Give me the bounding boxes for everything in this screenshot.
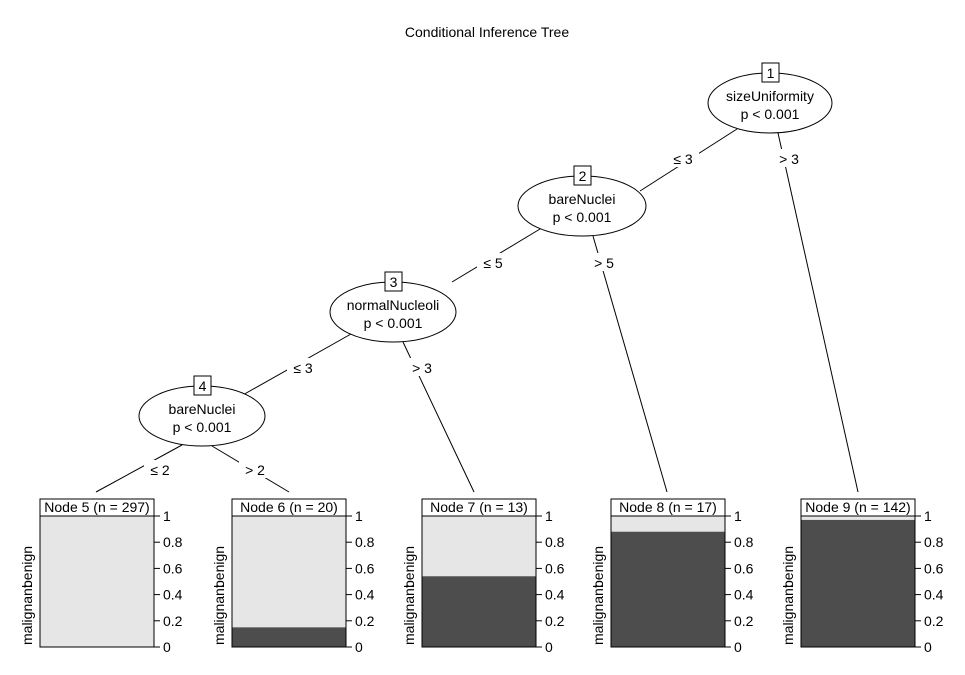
axis-tick-label: 0.6 <box>355 560 375 576</box>
category-label-malignant: malignant <box>590 584 606 645</box>
axis-tick-label: 0.6 <box>545 560 565 576</box>
malignant-bar <box>801 519 915 647</box>
edge-label-bg <box>588 253 620 271</box>
terminal-title: Node 8 (n = 17) <box>619 499 717 515</box>
category-label-malignant: malignant <box>401 584 417 645</box>
axis-tick-label: 1 <box>545 508 553 524</box>
axis-tick-label: 0 <box>924 639 932 655</box>
axis-tick-label: 0.2 <box>545 613 565 629</box>
category-label-benign: benign <box>590 546 606 588</box>
axis-tick-label: 0.2 <box>163 613 183 629</box>
split-variable: sizeUniformity <box>726 88 814 104</box>
edge-label-bg <box>287 358 319 376</box>
axis-tick-label: 0.8 <box>545 534 565 550</box>
benign-bar <box>801 516 915 520</box>
edge-1-9 <box>777 132 859 493</box>
p-value: p < 0.001 <box>741 106 800 122</box>
edge-label-bg <box>144 460 176 478</box>
node-id: 4 <box>199 378 207 394</box>
edge-label-bg <box>667 149 699 167</box>
benign-bar <box>40 516 154 647</box>
edge-label: > 3 <box>779 151 799 167</box>
axis-tick-label: 0.8 <box>163 534 183 550</box>
p-value: p < 0.001 <box>364 315 423 331</box>
edge-label: > 3 <box>412 360 432 376</box>
node-id-box <box>573 165 592 186</box>
axis-tick-label: 0.2 <box>734 613 754 629</box>
axis-tick-label: 1 <box>163 508 171 524</box>
node-id: 2 <box>579 168 587 184</box>
axis-tick-label: 0.4 <box>924 587 944 603</box>
category-label-benign: benign <box>211 546 227 588</box>
edge-4-5 <box>95 444 183 493</box>
edge-label-bg <box>477 253 509 271</box>
axis-tick-label: 0.6 <box>163 560 183 576</box>
p-value: p < 0.001 <box>173 419 232 435</box>
axis-tick-label: 0.2 <box>355 613 375 629</box>
bar-frame <box>39 515 155 648</box>
split-variable: bareNuclei <box>169 401 236 417</box>
terminal-title: Node 6 (n = 20) <box>240 499 338 515</box>
node-id-box <box>761 62 780 83</box>
benign-bar <box>611 516 725 532</box>
edge-label-bg <box>406 358 438 376</box>
axis-tick-label: 0 <box>545 639 553 655</box>
split-variable: bareNuclei <box>549 191 616 207</box>
category-label-benign: benign <box>780 546 796 588</box>
node-id-box <box>384 271 403 292</box>
bar-frame <box>610 515 726 648</box>
p-value: p < 0.001 <box>553 209 612 225</box>
edge-label: ≤ 2 <box>150 462 170 478</box>
axis-tick-label: 0.4 <box>545 587 565 603</box>
edge-label: > 2 <box>245 462 265 478</box>
axis-tick-label: 1 <box>924 508 932 524</box>
category-label-benign: benign <box>401 546 417 588</box>
axis-tick-label: 0.8 <box>734 534 754 550</box>
axis-tick-label: 0.6 <box>734 560 754 576</box>
benign-bar <box>422 516 536 577</box>
edge-label-bg <box>239 460 271 478</box>
axis-tick-label: 0.4 <box>163 587 183 603</box>
edge-label: ≤ 3 <box>673 151 693 167</box>
axis-tick-label: 1 <box>355 508 363 524</box>
axis-tick-label: 0.4 <box>734 587 754 603</box>
axis-tick-label: 0.8 <box>355 534 375 550</box>
axis-tick-label: 0 <box>734 639 742 655</box>
edge-2-8 <box>592 235 668 493</box>
tree-title: Conditional Inference Tree <box>405 24 569 40</box>
node-id: 1 <box>767 65 775 81</box>
edge-label: > 5 <box>594 255 614 271</box>
edge-label: ≤ 3 <box>293 360 313 376</box>
category-label-malignant: malignant <box>780 584 796 645</box>
split-variable: normalNucleoli <box>347 297 440 313</box>
category-label-malignant: malignant <box>19 584 35 645</box>
axis-tick-label: 0.6 <box>924 560 944 576</box>
axis-tick-label: 0.4 <box>355 587 375 603</box>
edge-label-bg <box>773 149 805 167</box>
axis-tick-label: 0.8 <box>924 534 944 550</box>
terminal-title: Node 5 (n = 297) <box>44 499 149 515</box>
node-id: 3 <box>390 274 398 290</box>
category-label-benign: benign <box>19 546 35 588</box>
node-id-box <box>193 375 212 396</box>
malignant-bar <box>232 627 346 647</box>
terminal-title: Node 9 (n = 142) <box>805 499 910 515</box>
bar-frame <box>421 515 537 648</box>
axis-tick-label: 0.2 <box>924 613 944 629</box>
bar-frame <box>800 515 916 648</box>
axis-tick-label: 0 <box>163 639 171 655</box>
edge-label: ≤ 5 <box>483 255 503 271</box>
category-label-malignant: malignant <box>211 584 227 645</box>
terminal-title: Node 7 (n = 13) <box>430 499 528 515</box>
bar-frame <box>231 515 347 648</box>
axis-tick-label: 1 <box>734 508 742 524</box>
malignant-bar <box>422 576 536 647</box>
axis-tick-label: 0 <box>355 639 363 655</box>
malignant-bar <box>611 531 725 647</box>
benign-bar <box>232 516 346 628</box>
